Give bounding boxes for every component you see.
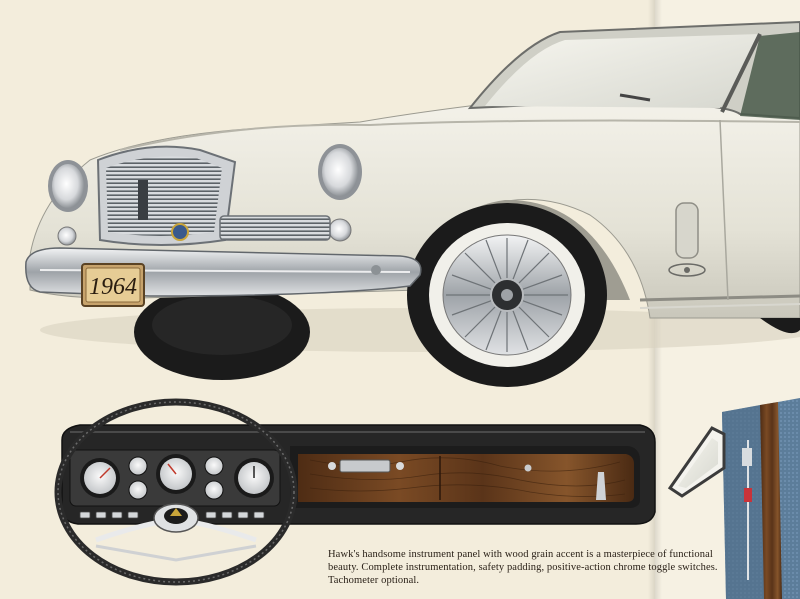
car-front-wheel — [407, 199, 630, 387]
hawk-side-emblem-icon — [668, 263, 706, 277]
door-lock-knob — [742, 448, 752, 466]
clock-gauge — [234, 458, 274, 498]
speedometer-gauge — [156, 454, 196, 494]
gauge-cluster — [69, 449, 281, 507]
small-gauges — [128, 456, 224, 500]
instrument-panel-illustration — [54, 398, 656, 586]
car-left-wheel — [134, 284, 310, 380]
tachometer-gauge — [80, 458, 120, 498]
door-reflector — [744, 488, 752, 502]
car-headlamps — [48, 144, 362, 246]
toggle-switches — [79, 511, 265, 519]
steering-wheel — [54, 398, 298, 586]
door-handle-recess — [675, 202, 699, 259]
glovebox-handle — [596, 472, 606, 500]
instrument-panel-caption: Hawk's handsome instrument panel with wo… — [328, 549, 718, 586]
car-grille — [96, 145, 237, 246]
glovebox-lock-icon — [524, 464, 532, 472]
radio-knob-left — [328, 462, 336, 470]
door-interior-illustration — [667, 398, 800, 599]
car-windshield — [467, 20, 800, 120]
radio-knob-right — [396, 462, 404, 470]
license-plate: 1964 — [81, 263, 145, 307]
car-illustration: 1964 — [25, 20, 800, 387]
vent-window — [667, 426, 726, 498]
radio-dial — [339, 459, 391, 473]
wood-grain-panel — [290, 446, 640, 508]
hood-badge-icon — [171, 223, 189, 241]
license-plate-text: 1964 — [89, 274, 137, 300]
